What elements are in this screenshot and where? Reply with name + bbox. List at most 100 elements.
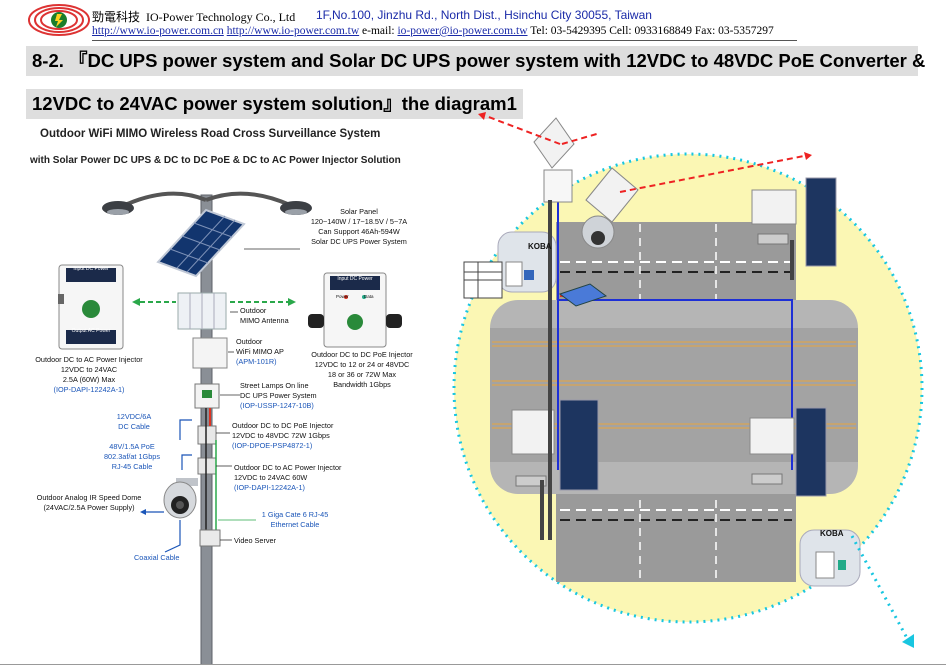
- dc-poe-right-label-1: Outdoor DC to DC PoE Injector: [311, 350, 413, 359]
- dc-poe-right-label-4: Bandwidth 1Gbps: [333, 380, 391, 389]
- wifi-ap-right-icon: [543, 169, 573, 203]
- solar-panel-bottom-left-icon: [559, 399, 599, 491]
- wifi-ap-label-3: (APM-101R): [236, 357, 277, 366]
- solar-panel-label-4: Solar DC UPS Power System: [311, 237, 407, 246]
- poe-cable-label: 48V/1.5A PoE 802.3af/at 1Gbps RJ-45 Cabl…: [92, 442, 172, 472]
- dc-poe-pole-label-1: Outdoor DC to DC PoE Injector: [232, 421, 334, 430]
- pole-diagram: [102, 191, 312, 665]
- video-server-icon: [199, 529, 221, 547]
- email-label: e-mail:: [362, 25, 395, 37]
- poe-injector-pole-icon: [197, 425, 217, 445]
- ethernet-cable-label-1: 1 Giga Cate 6 RJ-45: [261, 510, 329, 519]
- box-left-output-label: Output AC Power: [71, 328, 111, 334]
- speed-dome-camera-icon: [163, 478, 198, 519]
- dc-cable-label-2: DC Cable: [118, 422, 150, 431]
- solar-panel-label-3: Can Support 46Ah-594W: [318, 227, 400, 236]
- wifi-ap-label-2: WiFi MIMO AP: [236, 347, 284, 356]
- dc-ups-box-icon: [194, 383, 220, 409]
- dc-poe-injector-right-label: Outdoor DC to DC PoE Injector 12VDC to 1…: [302, 350, 422, 390]
- dc-ac-pole-label: Outdoor DC to AC Power Injector 12VDC to…: [234, 463, 341, 493]
- poe-cable-label-2: 802.3af/at 1Gbps: [104, 452, 160, 461]
- box-left-input-label: Input DC Power: [73, 266, 109, 272]
- solar-panel-label-1: Solar Panel: [340, 207, 378, 216]
- solar-panel-label-2: 120~140W / 17~18.5V / 5~7A: [310, 217, 408, 226]
- street-lamps-label-1: Street Lamps On line: [240, 381, 309, 390]
- street-lamp-right-icon: [280, 201, 312, 215]
- dc-poe-right-label-3: 18 or 36 or 72W Max: [327, 370, 397, 379]
- bullet-camera-bottom-left-icon: [515, 475, 547, 487]
- ups-box-top-right-icon: [751, 189, 797, 225]
- video-server-label: Video Server: [234, 536, 277, 545]
- dc-ac-left-label-4: (IOP-DAPI-12242A-1): [53, 385, 125, 394]
- dc-poe-right-label-2: 12VDC to 12 or 24 or 48VDC: [314, 360, 410, 369]
- ac-injector-pole-icon: [197, 457, 217, 475]
- dc-ac-pole-label-2: 12VDC to 24VAC 60W: [234, 473, 308, 482]
- poe-injector-box-right: [308, 272, 402, 348]
- diagram-heading: Outdoor WiFi MIMO Wireless Road Cross Su…: [40, 128, 381, 140]
- ac-injector-box-left: [58, 264, 124, 350]
- dc-ac-pole-label-3: (IOP-DAPI-12242A-1): [234, 483, 305, 492]
- dc-ac-injector-left-label: Outdoor DC to AC Power Injector 12VDC to…: [24, 355, 154, 395]
- network-switch-icon: [558, 283, 608, 307]
- kiosk-bottom-right-icon: [799, 529, 861, 587]
- url-cn-link[interactable]: http://www.io-power.com.cn: [92, 25, 224, 37]
- street-lamps-label: Street Lamps On line DC UPS Power System…: [240, 381, 317, 411]
- solar-panel-bottom-right-icon: [795, 407, 827, 497]
- dc-poe-pole-label-3: (IOP-DPOE-PSP4872-1): [232, 441, 313, 450]
- solar-panel-label: Solar Panel 120~140W / 17~18.5V / 5~7A C…: [298, 207, 420, 247]
- diagram-subheading: with Solar Power DC UPS & DC to DC PoE &…: [30, 155, 401, 166]
- mimo-antenna-icon: [177, 292, 227, 330]
- street-lamp-left-icon: [102, 201, 134, 215]
- wifi-ap-label-1: Outdoor: [236, 337, 263, 346]
- dc-poe-pole-label-2: 12VDC to 48VDC 72W 1Gbps: [232, 431, 330, 440]
- header-rule: [92, 40, 797, 41]
- dc-ac-left-label-2: 12VDC to 24VAC: [60, 365, 118, 374]
- box-data-label: Data: [364, 294, 374, 299]
- section-title-line1: 8-2. 『DC UPS power system and Solar DC U…: [26, 46, 925, 76]
- poe-cable-label-1: 48V/1.5A PoE: [109, 442, 155, 451]
- footer-rule: [0, 664, 946, 665]
- dc-poe-pole-label: Outdoor DC to DC PoE Injector 12VDC to 4…: [232, 421, 333, 451]
- ethernet-cable-label-2: Ethernet Cable: [270, 520, 320, 529]
- dc-ac-left-label-1: Outdoor DC to AC Power Injector: [35, 355, 143, 364]
- kiosk-top-left-icon: [497, 231, 557, 293]
- dome-camera-right-icon: [581, 215, 615, 249]
- mimo-antenna-label-2: MIMO Antenna: [240, 316, 289, 325]
- company-name-en: IO-Power Technology Co., Ltd: [146, 10, 296, 24]
- cabinet-icon: [463, 261, 503, 299]
- email-link[interactable]: io-power@io-power.com.tw: [397, 25, 528, 37]
- solar-panel-top-right-icon: [805, 177, 837, 267]
- dc-cable-label: 12VDC/6A DC Cable: [108, 412, 160, 432]
- phone-fax: Tel: 03-5429395 Cell: 0933168849 Fax: 03…: [530, 25, 774, 37]
- box-right-input-label: Input DC Power: [337, 276, 373, 282]
- street-lamps-label-3: (IOP-USSP-1247-10B): [240, 401, 314, 410]
- dc-cable-label-1: 12VDC/6A: [116, 412, 152, 421]
- speed-dome-label-1: Outdoor Analog IR Speed Dome: [36, 493, 142, 502]
- ups-box-bottom-right-icon: [749, 417, 795, 455]
- bullet-camera-bottom-right-icon: [751, 473, 783, 485]
- kobal-sign-2: KOBA: [820, 529, 844, 538]
- company-name: 勁電科技 IO-Power Technology Co., Ltd: [92, 8, 295, 25]
- url-tw-link[interactable]: http://www.io-power.com.tw: [226, 25, 360, 37]
- mimo-antenna-label-1: Outdoor: [240, 306, 267, 315]
- ethernet-cable-label: 1 Giga Cate 6 RJ-45 Ethernet Cable: [254, 510, 336, 530]
- company-address: 1F,No.100, Jinzhu Rd., North Dist., Hsin…: [316, 8, 652, 22]
- section-title-line2: 12VDC to 24VAC power system solution』the…: [26, 89, 523, 119]
- bullet-camera-top-right-icon: [757, 233, 789, 245]
- speed-dome-label-2: (24VAC/2.5A Power Supply): [43, 503, 135, 512]
- kobal-sign-1: KOBA: [528, 242, 552, 251]
- poe-cable-label-3: RJ-45 Cable: [111, 462, 153, 471]
- wifi-ap-label: Outdoor WiFi MIMO AP (APM-101R): [236, 337, 284, 367]
- ups-box-bottom-left-icon: [511, 409, 555, 455]
- solar-panel-icon: [156, 208, 246, 278]
- company-name-cn: 勁電科技: [92, 10, 141, 24]
- intersection-diagram: [452, 112, 924, 648]
- mimo-antenna-label: Outdoor MIMO Antenna: [240, 306, 289, 326]
- wifi-ap-icon: [192, 337, 228, 369]
- box-power-label: Power: [336, 294, 349, 299]
- street-lamps-label-2: DC UPS Power System: [240, 391, 317, 400]
- dc-ac-left-label-3: 2.5A (60W) Max: [62, 375, 116, 384]
- sector-antenna-right-icon: [585, 167, 639, 223]
- contact-line: http://www.io-power.com.cn http://www.io…: [92, 25, 774, 37]
- sector-antenna-top-icon: [533, 117, 575, 169]
